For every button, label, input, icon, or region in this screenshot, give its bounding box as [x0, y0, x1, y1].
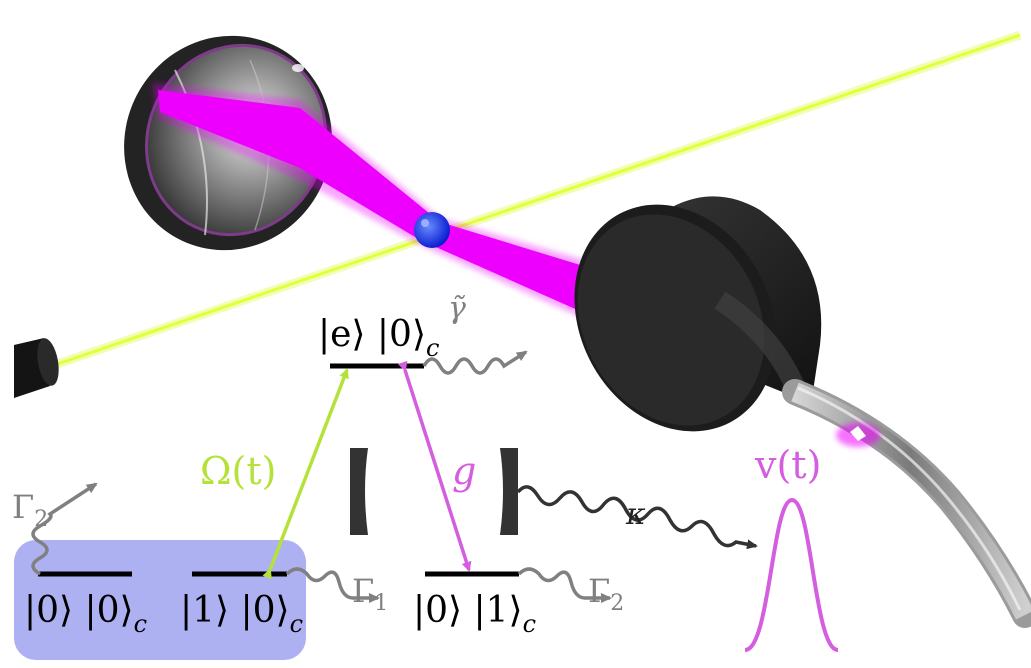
photon-pulse-curve: [744, 497, 839, 652]
laser-source: [14, 338, 59, 398]
state-label-photon: |0⟩ |1⟩c: [413, 590, 536, 638]
cavity-mirror-icon-right: [500, 448, 518, 535]
state-label-excited: |e⟩ |0⟩c: [318, 314, 439, 362]
excited-decay-label: γ̃: [448, 291, 466, 326]
cavity-transition-arrow: [397, 360, 472, 572]
laser-beam: [38, 30, 1022, 375]
excited-decay-wave: [422, 350, 528, 375]
drive-label: Ω(t): [200, 449, 276, 493]
optical-fiber: [782, 379, 1031, 628]
decay-left-wave: [31, 482, 98, 576]
drive-transition-arrow: [262, 368, 349, 580]
qubit-subspace-highlight: [14, 540, 306, 660]
fiber-mirror: [574, 196, 822, 432]
state-label-ground1: |1⟩ |0⟩c: [180, 590, 303, 638]
state-label-ground0: |0⟩ |0⟩c: [24, 590, 147, 638]
cavity-mirror-icon-left: [350, 448, 368, 535]
atom: [414, 212, 450, 248]
decay-right-wave: [517, 567, 612, 603]
cavity-coupling-label: g: [452, 449, 476, 493]
cavity-decay-wave: [516, 485, 758, 550]
pulse-label: v(t): [754, 443, 821, 487]
decay-mid-wave: [285, 567, 380, 603]
decay-right-label: Γ2: [588, 572, 624, 616]
decay-left-label: Γ2: [12, 488, 48, 532]
cavity-decay-label: κ: [625, 497, 646, 532]
cavity-beam: [152, 83, 592, 318]
decay-mid-label: Γ1: [352, 572, 388, 616]
